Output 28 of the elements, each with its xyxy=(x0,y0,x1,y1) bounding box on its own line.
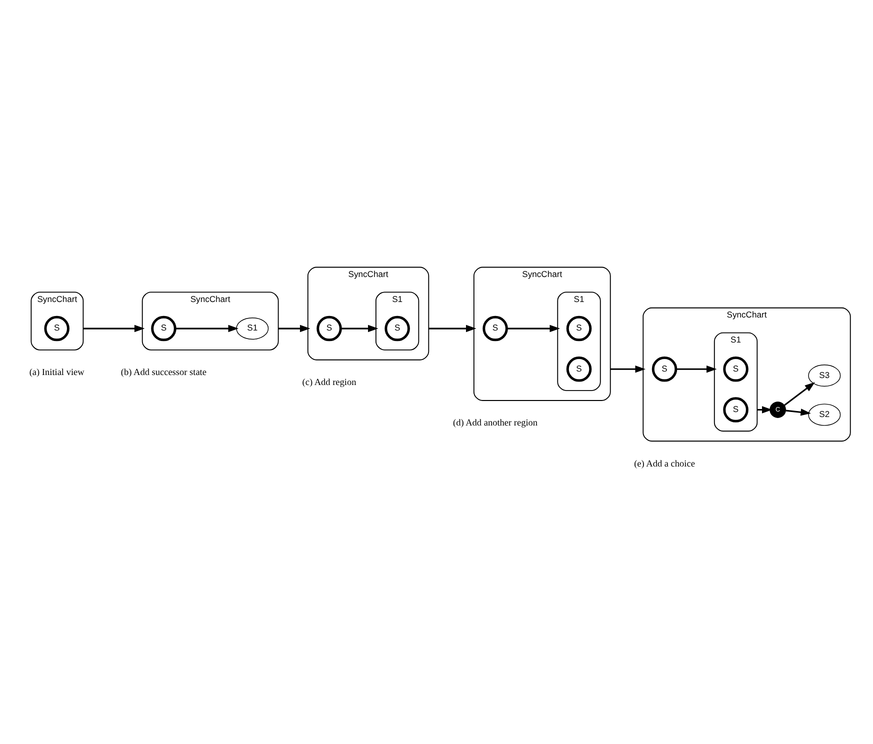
node-circle: S xyxy=(384,316,410,342)
node-circle: S xyxy=(151,316,176,342)
node-label: (a) Initial view xyxy=(29,368,84,378)
node-circle: S xyxy=(566,316,592,342)
node-circle: S xyxy=(723,397,748,422)
arrow xyxy=(340,324,378,332)
arrow xyxy=(278,324,310,332)
arrow xyxy=(784,382,816,406)
arrow xyxy=(786,408,811,416)
node-circle: S xyxy=(316,316,342,342)
arrow xyxy=(428,324,476,332)
node-label: (d) Add another region xyxy=(453,418,538,429)
node-ellipse: S2 xyxy=(808,404,841,426)
arrow xyxy=(610,366,646,373)
node-circle: S xyxy=(723,356,748,382)
arrow xyxy=(506,324,560,332)
arrow xyxy=(676,366,717,373)
node-ellipse: S3 xyxy=(808,364,841,387)
arrow xyxy=(83,324,145,332)
node-circle: S xyxy=(652,356,678,382)
node-label: (c) Add region xyxy=(302,378,356,388)
node-circle: S xyxy=(482,316,508,342)
arrow xyxy=(175,324,239,332)
node-label: (b) Add successor state xyxy=(120,368,206,378)
node-circle: S xyxy=(566,356,592,382)
node-ellipse: S1 xyxy=(236,317,269,340)
node-circle: S xyxy=(44,316,70,342)
node-label: (e) Add a choice xyxy=(634,459,695,470)
